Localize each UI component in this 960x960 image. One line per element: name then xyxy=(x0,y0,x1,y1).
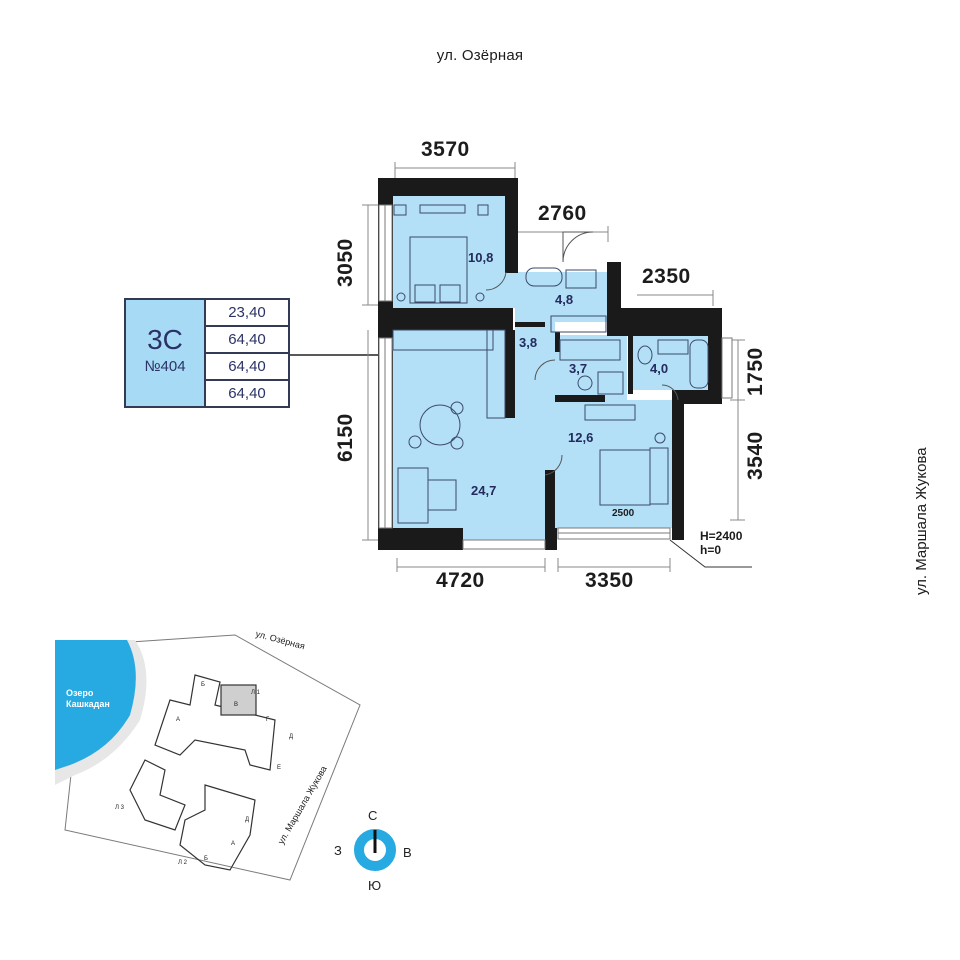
dimension-left-lower: 6150 xyxy=(334,413,357,462)
apartment-type-box: 3С №404 xyxy=(124,298,206,408)
area-value: 64,40 xyxy=(206,379,290,408)
floor-plan xyxy=(362,162,752,572)
section-label: Б xyxy=(201,682,205,688)
ceiling-height: H=2400 xyxy=(700,529,743,543)
room-fills xyxy=(393,196,717,540)
section-label: Е xyxy=(277,765,282,771)
section-label: А xyxy=(231,841,236,847)
compass-south: Ю xyxy=(368,878,382,893)
section-label: Л 1 xyxy=(251,690,260,696)
windows xyxy=(378,204,733,550)
street-label-top: ул. Озёрная xyxy=(436,47,524,64)
room-area-corridor: 3,8 xyxy=(519,335,538,350)
dimension-bottom-right: 3350 xyxy=(585,569,634,592)
buildings xyxy=(129,674,276,871)
section-label: В xyxy=(234,702,239,708)
dimension-lines xyxy=(362,162,752,572)
dimension-window: 2500 xyxy=(612,508,635,519)
room-area-bedroom-1: 10,8 xyxy=(468,250,494,265)
dimension-top-mid: 2760 xyxy=(538,202,587,225)
room-area-living: 24,7 xyxy=(471,483,497,498)
room-area-wc: 3,7 xyxy=(569,361,588,376)
apartment-number: №404 xyxy=(144,358,186,375)
dimension-bottom-left: 4720 xyxy=(436,569,485,592)
doors xyxy=(485,231,679,476)
lake-icon xyxy=(55,640,136,770)
section-label: Л 3 xyxy=(115,805,124,811)
room-area-hall: 4,8 xyxy=(555,292,574,307)
height-note: H=2400 h=0 xyxy=(700,529,742,557)
compass-north: С xyxy=(368,808,378,823)
room-area-bath: 4,0 xyxy=(650,361,669,376)
section-label: Д xyxy=(289,734,294,740)
section-label: Д xyxy=(245,817,250,823)
compass-icon xyxy=(354,829,396,871)
section-label: Л 2 xyxy=(178,860,187,866)
lake-label-line-1: Озеро xyxy=(66,688,94,698)
apartment-type: 3С xyxy=(147,324,183,355)
dimension-top-right: 2350 xyxy=(642,265,691,288)
dimension-right-upper: 1750 xyxy=(744,347,767,396)
section-label: Г xyxy=(266,717,270,723)
section-label: А xyxy=(176,717,181,723)
dimension-right-lower: 3540 xyxy=(744,431,767,480)
compass-west: З xyxy=(334,843,342,858)
lake-label-line-2: Кашкадан xyxy=(66,699,110,709)
section-label: Б xyxy=(204,856,208,862)
apartment-info-card: 3С №404 23,40 64,40 64,40 64,40 xyxy=(124,298,290,410)
dimension-top-left: 3570 xyxy=(421,138,470,161)
furniture xyxy=(392,204,709,524)
compass-east: В xyxy=(403,845,412,860)
dimension-left-upper: 3050 xyxy=(334,238,357,287)
site-map xyxy=(55,634,361,881)
lake-label: Озеро Кашкадан xyxy=(66,688,110,710)
room-area-bedroom-2: 12,6 xyxy=(568,430,594,445)
area-list: 23,40 64,40 64,40 64,40 xyxy=(206,298,290,408)
floor-level: h=0 xyxy=(700,543,722,557)
